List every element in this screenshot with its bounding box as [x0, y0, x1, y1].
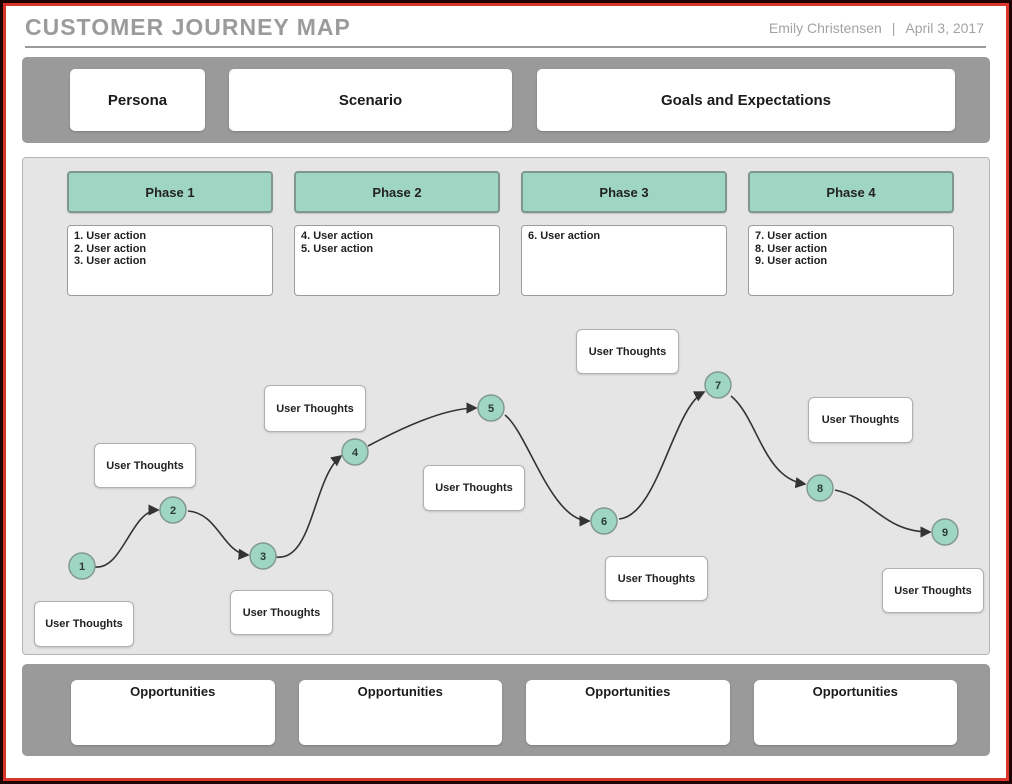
- opportunities-bar: Opportunities Opportunities Opportunities O…: [22, 664, 990, 756]
- opportunities-box: Opportunities: [71, 680, 275, 745]
- journey-segment: [367, 402, 478, 447]
- map-date: April 3, 2017: [905, 20, 984, 36]
- phase-header: Phase 3: [521, 171, 727, 213]
- user-action-item: 3. User action: [74, 255, 147, 267]
- meta-separator: |: [891, 20, 896, 36]
- user-thoughts-box: User Thoughts: [882, 568, 984, 613]
- phase-header: Phase 2: [294, 171, 500, 213]
- overview-box-goals-and-expectations: Goals and Expectations: [537, 69, 955, 131]
- journey-node: 8: [806, 474, 834, 502]
- journey-segment: [94, 504, 160, 568]
- journey-node: 2: [159, 496, 187, 524]
- journey-segment: [618, 391, 706, 520]
- journey-segment: [834, 489, 932, 538]
- overview-box-persona: Persona: [70, 69, 205, 131]
- user-thoughts-box: User Thoughts: [34, 601, 134, 647]
- opportunities-box: Opportunities: [753, 680, 957, 745]
- journey-segment: [504, 414, 591, 527]
- opportunities-box: Opportunities: [298, 680, 502, 745]
- svg-text:4: 4: [352, 447, 359, 459]
- svg-text:5: 5: [488, 403, 494, 415]
- user-thoughts-box: User Thoughts: [264, 385, 366, 432]
- phase-header: Phase 1: [67, 171, 273, 213]
- header-divider: [25, 46, 986, 48]
- user-action-item: 9. User action: [755, 255, 828, 267]
- author-name: Emily Christensen: [768, 20, 882, 36]
- user-actions-box: 6. User action: [521, 225, 727, 296]
- svg-text:7: 7: [715, 380, 721, 392]
- overview-box-scenario: Scenario: [229, 69, 512, 131]
- svg-text:9: 9: [942, 527, 948, 539]
- journey-node: 4: [341, 438, 369, 466]
- user-action-item: 1. User action: [74, 230, 147, 242]
- user-action-item: 7. User action: [755, 230, 828, 242]
- user-thoughts-box: User Thoughts: [230, 590, 333, 635]
- user-action-item: 2. User action: [74, 242, 147, 255]
- user-thoughts-box: User Thoughts: [808, 397, 913, 443]
- user-action-item: 5. User action: [301, 242, 374, 255]
- page-title: CUSTOMER JOURNEY MAP: [25, 14, 351, 40]
- phase-column: Phase 3 6. User action: [521, 171, 727, 296]
- svg-text:8: 8: [817, 483, 823, 495]
- svg-text:6: 6: [601, 516, 607, 528]
- journey-node: 1: [68, 552, 96, 580]
- journey-node: 7: [704, 371, 732, 399]
- svg-text:2: 2: [170, 505, 176, 517]
- overview-bar: Persona Scenario Goals and Expectations: [22, 57, 990, 143]
- header-meta: Emily Christensen | April 3, 2017: [769, 20, 984, 36]
- svg-text:1: 1: [79, 561, 85, 573]
- journey-segment: [275, 454, 343, 558]
- journey-segment: [730, 395, 807, 489]
- user-thoughts-box: User Thoughts: [576, 329, 679, 374]
- phase-header: Phase 4: [748, 171, 954, 213]
- journey-map-page: CUSTOMER JOURNEY MAP Emily Christensen |…: [3, 3, 1009, 781]
- journey-node: 5: [477, 394, 505, 422]
- svg-text:3: 3: [260, 551, 266, 563]
- journey-segment: [187, 510, 250, 560]
- user-thoughts-box: User Thoughts: [94, 443, 196, 488]
- user-action-item: 8. User action: [755, 242, 828, 255]
- journey-node: 3: [249, 542, 277, 570]
- user-action-item: 6. User action: [528, 230, 601, 242]
- user-thoughts-box: User Thoughts: [423, 465, 525, 511]
- opportunities-box: Opportunities: [526, 680, 730, 745]
- user-thoughts-box: User Thoughts: [605, 556, 708, 601]
- user-action-item: 4. User action: [301, 230, 374, 242]
- journey-node: 6: [590, 507, 618, 535]
- journey-node: 9: [931, 518, 959, 546]
- journey-curve: 1 2 3 4 5 6 7 8 9: [68, 371, 959, 580]
